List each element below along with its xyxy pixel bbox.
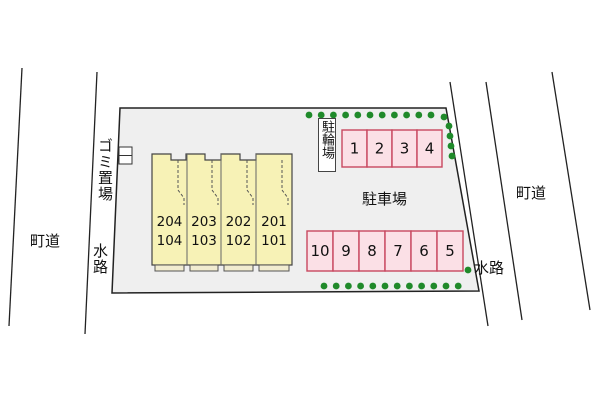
- unit-number-lower: 102: [226, 233, 252, 249]
- road-line-left-outer: [8, 67, 23, 327]
- unit-number-upper: 202: [226, 214, 252, 230]
- hedge-shrub: [342, 111, 349, 119]
- parking-slot-number: 9: [341, 242, 351, 260]
- hedge-shrub: [406, 282, 413, 290]
- hedge-shrub: [393, 282, 401, 290]
- balcony: [189, 264, 219, 272]
- hedge-shrub: [464, 266, 472, 274]
- hedge-shrub: [447, 142, 455, 150]
- parking-slot: [358, 230, 386, 272]
- parking-slot: [436, 230, 464, 272]
- stair-marking: [281, 160, 289, 205]
- unit-number-lower: 104: [157, 233, 183, 249]
- unit-number-lower: 103: [191, 233, 217, 249]
- road-line-left-inner: [84, 71, 98, 335]
- balcony: [154, 264, 185, 272]
- hedge-shrub: [366, 111, 374, 119]
- parking-slot-number: 3: [400, 140, 410, 158]
- bicycle-parking-label: 駐輪場: [319, 120, 334, 159]
- stairs-markings: [177, 160, 289, 205]
- parking-slot: [332, 230, 360, 272]
- parking-slot: [391, 129, 418, 168]
- parking-slot: [306, 230, 334, 272]
- hedge-shrub: [378, 111, 386, 119]
- unit-number-upper: 201: [261, 214, 287, 230]
- balcony: [258, 264, 290, 272]
- balconies: [154, 264, 290, 272]
- hedge-shrub: [369, 282, 377, 290]
- unit-number-upper: 204: [157, 214, 183, 230]
- hedge-shrub: [448, 152, 456, 160]
- hedge-shrub: [332, 282, 340, 290]
- hedge-shrub: [418, 282, 425, 290]
- hedge-shrub: [320, 282, 328, 290]
- parking-slot-number: 8: [367, 242, 377, 260]
- hedge-shrub: [445, 122, 453, 130]
- parking-slot-number: 10: [310, 242, 329, 260]
- waterway-label-left: 水路: [91, 243, 109, 275]
- road-line-right-inner: [449, 81, 489, 327]
- parking-slot-number: 5: [445, 242, 455, 260]
- parking-lot-label: 駐車場: [362, 190, 408, 208]
- hedge-shrub: [345, 282, 352, 290]
- parking-slot: [366, 129, 393, 168]
- hedge-shrub: [430, 282, 438, 290]
- waterway-label-right: 水路: [474, 259, 505, 277]
- hedge-shrub: [391, 111, 398, 119]
- parking-slot-number: 1: [350, 140, 360, 158]
- bicycle-parking: 駐輪場: [318, 118, 336, 172]
- road-label-left: 町道: [30, 232, 61, 250]
- road-line-right-mid: [485, 81, 523, 321]
- parking-slot-number: 7: [393, 242, 403, 260]
- hedge-shrub: [442, 282, 450, 290]
- hedge-shrub: [427, 111, 435, 119]
- hedge-shrub: [354, 111, 362, 119]
- hedge-shrub: [317, 111, 325, 119]
- hedge-shrub: [415, 111, 423, 119]
- parking-slot-number: 2: [375, 140, 385, 158]
- hedge-shrub: [330, 111, 337, 119]
- parking-slot-number: 4: [425, 140, 435, 158]
- unit-labels: 204 104 203 103 202 102 201 101: [157, 214, 287, 249]
- road-label-right: 町道: [516, 184, 547, 202]
- unit-number-upper: 203: [191, 214, 217, 230]
- hedge-shrub: [357, 282, 364, 290]
- road-line-right-outer: [551, 71, 591, 311]
- hedge-shrub: [305, 111, 313, 119]
- hedge-row: [305, 111, 472, 290]
- hedge-shrub: [440, 113, 448, 121]
- parking-slot-number: 6: [419, 242, 429, 260]
- unit-number-lower: 101: [261, 233, 287, 249]
- unit-dividers: [186, 154, 257, 265]
- hedge-shrub: [403, 111, 410, 119]
- stair-marking: [177, 160, 185, 205]
- garbage-station-label: ゴミ置場: [96, 138, 114, 202]
- parking-slot: [416, 129, 443, 168]
- balcony: [223, 264, 254, 272]
- hedge-shrub: [381, 282, 389, 290]
- apartment-building: 204 104 203 103 202 102 201 101: [151, 153, 293, 272]
- hedge-shrub: [454, 282, 462, 290]
- hedge-shrub: [446, 132, 454, 140]
- stair-marking: [211, 160, 219, 205]
- stair-marking: [246, 160, 254, 205]
